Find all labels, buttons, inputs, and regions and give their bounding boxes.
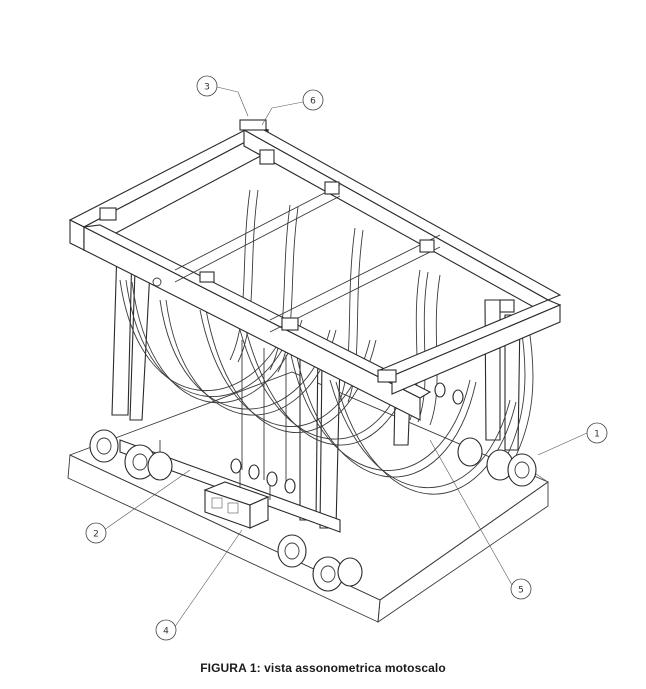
callout-3: 3 xyxy=(196,75,249,117)
front-long-beam xyxy=(82,224,432,421)
callout-5-label: 5 xyxy=(518,586,524,596)
wheel-front-left xyxy=(277,534,363,592)
engine-unit xyxy=(203,481,270,529)
callout-3-label: 3 xyxy=(204,83,210,93)
callout-1: 1 xyxy=(537,422,608,456)
base-slab xyxy=(67,371,549,623)
callout-4-label: 4 xyxy=(163,627,169,637)
callout-2: 2 xyxy=(85,469,191,544)
callout-1-label: 1 xyxy=(594,430,600,440)
figure-caption: FIGURA 1: vista assonometrica motoscalo xyxy=(200,661,446,675)
rollers xyxy=(230,382,464,494)
callout-6-label: 6 xyxy=(310,97,316,107)
callout-5: 5 xyxy=(429,439,532,600)
callout-2-label: 2 xyxy=(93,530,99,540)
left-side-beam xyxy=(242,124,562,316)
top-hardware xyxy=(99,119,515,383)
callout-4: 4 xyxy=(155,529,243,641)
callout-6: 6 xyxy=(261,89,324,126)
wheel-rear-right xyxy=(457,437,537,487)
wheel-rear-left xyxy=(89,429,173,481)
